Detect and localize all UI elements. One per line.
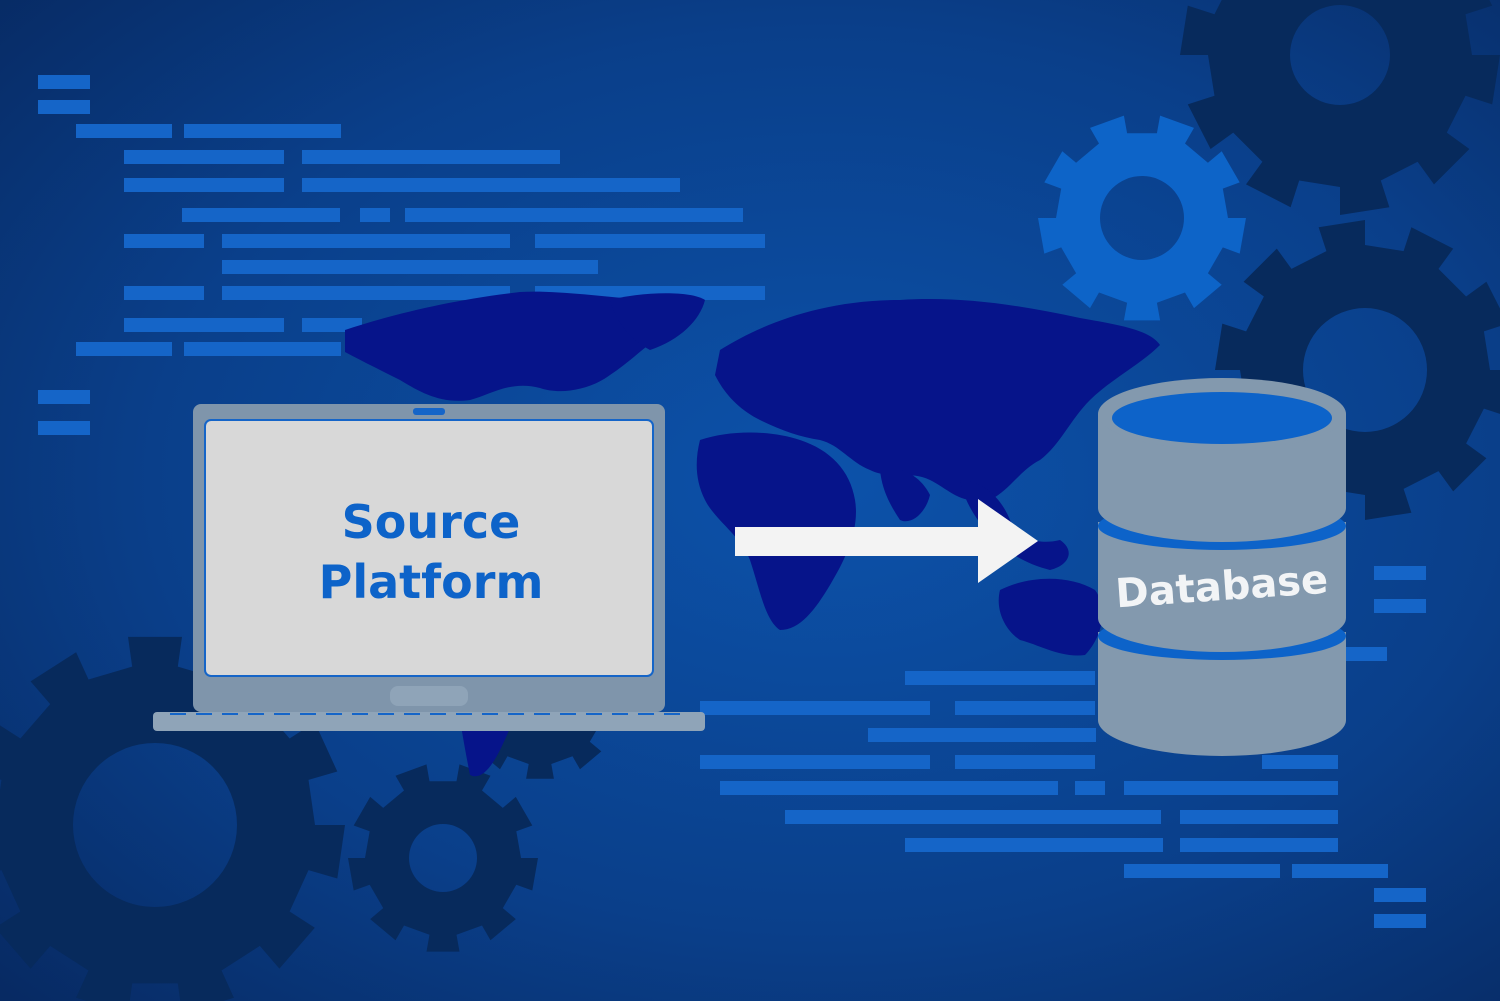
code-line — [955, 701, 1095, 715]
arrow-right-icon — [735, 499, 1038, 583]
code-line — [1374, 914, 1426, 928]
code-line — [222, 234, 510, 248]
code-line — [124, 234, 204, 248]
database-top-segment — [1098, 414, 1346, 542]
code-line — [1180, 810, 1338, 824]
code-line — [76, 124, 172, 138]
laptop-label-line2: Platform — [319, 555, 544, 609]
code-line — [124, 150, 284, 164]
code-lines-right — [700, 566, 1426, 928]
code-line — [1345, 647, 1387, 661]
code-line — [1180, 838, 1338, 852]
code-line — [700, 701, 930, 715]
code-line — [700, 755, 930, 769]
code-lines-left — [38, 75, 765, 435]
code-line — [905, 671, 1095, 685]
code-line — [905, 838, 1163, 852]
code-line — [222, 286, 510, 300]
code-line — [302, 318, 362, 332]
code-line — [38, 75, 90, 89]
code-line — [302, 150, 560, 164]
laptop-icon: Source Platform — [153, 404, 705, 731]
code-line — [1292, 864, 1388, 878]
gear-icon — [1180, 0, 1500, 215]
code-line — [720, 781, 1058, 795]
code-line — [124, 286, 204, 300]
code-line — [785, 810, 1161, 824]
laptop-label-line1: Source — [342, 495, 521, 549]
code-line — [184, 124, 341, 138]
code-line — [76, 342, 172, 356]
code-line — [955, 755, 1095, 769]
database-icon: Database — [1098, 378, 1346, 756]
code-line — [1262, 755, 1338, 769]
laptop-touchpad-notch — [390, 686, 468, 706]
database-bottom-segment — [1098, 632, 1346, 756]
code-line — [124, 178, 284, 192]
database-lid-inner — [1112, 392, 1332, 444]
code-line — [405, 208, 743, 222]
laptop-camera — [413, 408, 445, 415]
code-line — [1075, 781, 1105, 795]
code-line — [1374, 888, 1426, 902]
code-line — [222, 260, 598, 274]
code-line — [38, 390, 90, 404]
gear-icon — [348, 764, 538, 952]
code-line — [38, 100, 90, 114]
laptop-screen — [204, 419, 654, 677]
gear-icon — [1038, 115, 1246, 321]
code-line — [184, 342, 341, 356]
laptop-base — [153, 712, 705, 731]
database-middle-segment — [1098, 522, 1346, 652]
code-line — [38, 421, 90, 435]
code-line — [1124, 864, 1280, 878]
code-line — [868, 728, 1096, 742]
code-line — [1374, 566, 1426, 580]
code-line — [302, 178, 680, 192]
code-line — [182, 208, 340, 222]
code-line — [360, 208, 390, 222]
gear-icon-bright — [1038, 115, 1246, 321]
code-line — [124, 318, 284, 332]
code-line — [535, 234, 765, 248]
code-line — [1374, 599, 1426, 613]
code-line — [1124, 781, 1338, 795]
